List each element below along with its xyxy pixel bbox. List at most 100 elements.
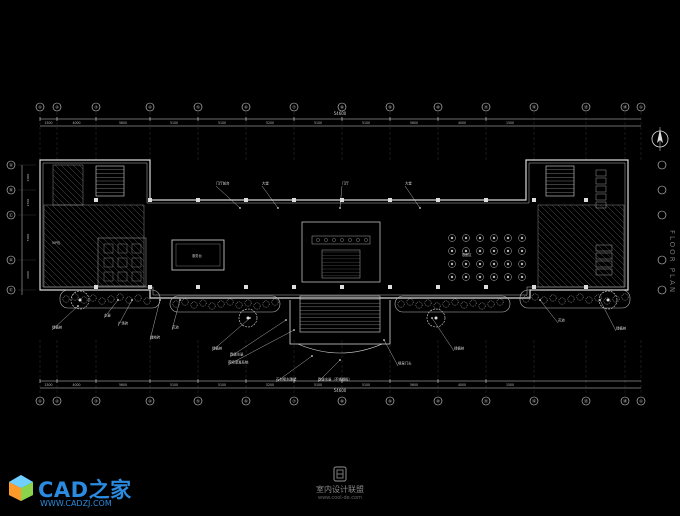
shrub xyxy=(253,302,261,310)
grid-bubble xyxy=(52,396,62,406)
floor-hatch xyxy=(537,262,563,288)
callout-dot xyxy=(277,207,279,209)
dimension-label: 5600 xyxy=(410,383,418,387)
lounge-seat xyxy=(103,243,114,254)
structural-column xyxy=(94,285,98,289)
lounge-seat xyxy=(103,271,114,282)
grid-bubble xyxy=(657,255,667,265)
entrance-steps xyxy=(299,295,381,333)
dining-table xyxy=(504,247,512,255)
floor-hatch xyxy=(117,204,145,232)
dimension-label: 1500 xyxy=(506,121,514,125)
floor-hatch xyxy=(593,204,625,236)
dining-table xyxy=(462,247,470,255)
grid-bubble xyxy=(657,210,667,220)
floor-hatch xyxy=(93,204,145,256)
floor-hatch xyxy=(43,280,51,288)
dimension-label: 4000 xyxy=(458,383,466,387)
floor-hatch xyxy=(43,244,87,288)
grid-bubble-label: ① xyxy=(38,399,42,404)
floor-hatch xyxy=(599,204,625,230)
callout-leader xyxy=(215,185,241,209)
shrub xyxy=(496,298,504,306)
wc-fixture xyxy=(595,268,613,276)
floor-hatch xyxy=(52,192,66,206)
counter-stool xyxy=(316,238,320,242)
grid-bubble xyxy=(6,255,16,265)
callout-label: 花池 xyxy=(558,318,565,323)
grid-bubble xyxy=(337,102,347,112)
shrub xyxy=(451,298,459,306)
wc-fixture xyxy=(595,260,613,268)
grid-bubble-label: ⑪ xyxy=(484,398,488,404)
shrub xyxy=(89,294,97,302)
dimension-label: 4000 xyxy=(72,121,80,125)
grid-bubble-label: ① xyxy=(639,105,643,110)
grid-bubble-label: ② xyxy=(55,105,59,110)
dining-table xyxy=(518,273,526,281)
shrub xyxy=(208,302,216,310)
dining-table-center xyxy=(450,236,454,240)
grid-bubble xyxy=(241,102,251,112)
callout-label: 绿植树 xyxy=(52,325,63,330)
dimension-label: 5100 xyxy=(170,383,178,387)
shrub xyxy=(98,297,106,305)
structural-column xyxy=(292,285,296,289)
dimension-label: 5100 xyxy=(170,121,178,125)
dimension-label: 5600 xyxy=(410,121,418,125)
wc-fixture xyxy=(595,244,613,252)
structural-column xyxy=(340,285,344,289)
callout-label: 大堂 xyxy=(405,181,412,186)
grid-bubble xyxy=(433,396,443,406)
grid-bubble-label: ③ xyxy=(94,399,98,404)
shrub xyxy=(522,295,530,303)
floor-hatch xyxy=(569,204,625,260)
floor-hatch xyxy=(43,262,69,288)
callout-leader xyxy=(404,185,421,209)
dimension-label: 5600 xyxy=(119,121,127,125)
toilet-stall xyxy=(595,185,607,193)
structural-column xyxy=(484,198,488,202)
floor-hatch xyxy=(51,204,135,288)
grid-bubble-label: ⑪ xyxy=(484,104,488,110)
callout-label: 石材喷水雕塑 xyxy=(276,377,297,382)
callout: 喷泉门头 xyxy=(383,339,412,367)
callout: 大堂 xyxy=(404,181,421,209)
callout-label: 大堂 xyxy=(262,181,269,186)
grid-bubble xyxy=(289,102,299,112)
dining-table-center xyxy=(478,249,482,253)
tree-trunk xyxy=(246,316,250,320)
lounge-seat xyxy=(103,257,114,268)
callout-leader xyxy=(599,299,617,332)
shrub xyxy=(424,299,432,307)
floor-hatch xyxy=(575,204,625,254)
grid-bubble-label: ① xyxy=(38,105,42,110)
dining-table-center xyxy=(520,249,524,253)
room-label-right: 散座区 xyxy=(462,252,472,257)
shrub xyxy=(487,300,495,308)
dimension-label: 5100 xyxy=(314,121,322,125)
toilet-stall xyxy=(595,177,607,185)
structural-column xyxy=(94,198,98,202)
shrub xyxy=(558,297,566,305)
floor-hatch xyxy=(78,164,84,170)
floor-hatch xyxy=(551,204,625,278)
grid-bubble xyxy=(337,396,347,406)
annotation-callouts: 门厅前台大堂门厅大堂绿植树水景广场砖铺地砖花池绿植树跌级水景雾喷灌溉系统石材喷水… xyxy=(51,181,627,383)
dining-table xyxy=(476,247,484,255)
callout: 门厅 xyxy=(339,181,349,209)
grid-bubble-label: ⑭ xyxy=(623,398,627,404)
floor-hatch xyxy=(43,256,75,288)
dining-table xyxy=(504,273,512,281)
callout-leader xyxy=(275,355,313,383)
floor-hatch xyxy=(537,220,605,288)
floor-hatch xyxy=(43,226,105,288)
shrub xyxy=(172,300,180,308)
shrub xyxy=(271,298,279,306)
callout-leader xyxy=(383,339,399,367)
grid-bubble xyxy=(636,396,646,406)
grid-bubble-label: ④ xyxy=(148,399,152,404)
floor-hatch xyxy=(129,204,145,220)
floor-hatch xyxy=(43,232,99,288)
